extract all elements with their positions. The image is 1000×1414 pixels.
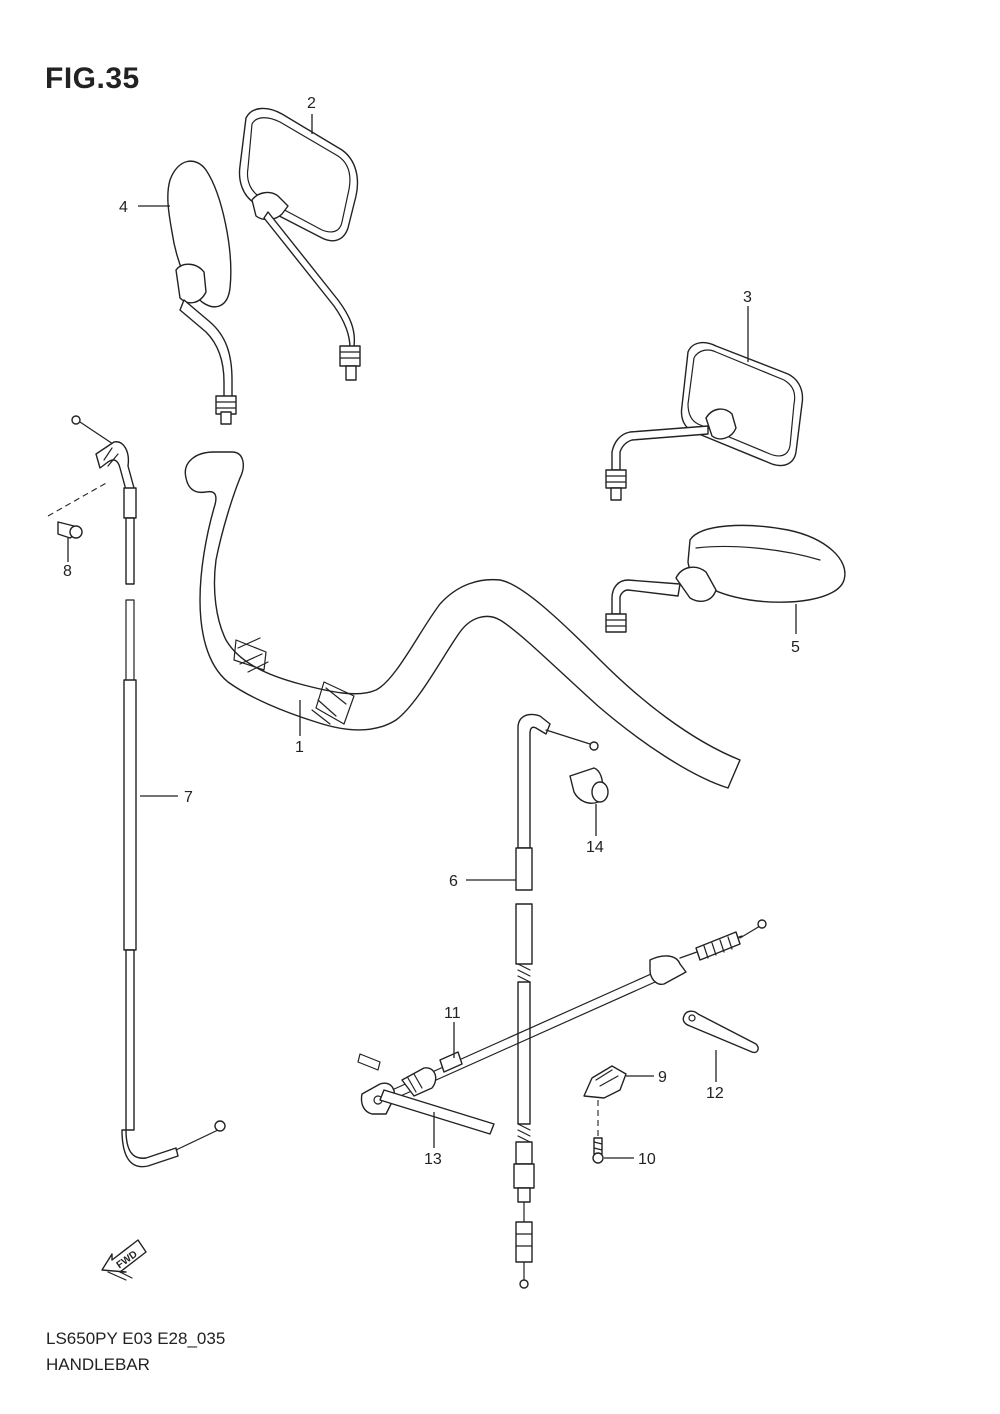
callout-3: 3 [743, 289, 752, 306]
callout-7: 7 [184, 789, 193, 806]
handlebar [184, 451, 741, 789]
mirror-left-rect [238, 107, 361, 381]
screw-bottom [592, 1137, 604, 1164]
callout-13: 13 [424, 1151, 442, 1168]
leader-lines [67, 114, 797, 1159]
cable-small [391, 919, 767, 1099]
model-code: LS650PY E03 E28_035 [46, 1329, 226, 1348]
fwd-arrow-icon: FWD [101, 1239, 147, 1281]
callout-4: 4 [119, 199, 128, 216]
callout-12: 12 [706, 1085, 724, 1102]
callout-10: 10 [638, 1151, 656, 1168]
callout-14: 14 [586, 839, 604, 856]
strap [682, 1010, 759, 1054]
throttle-cable [71, 415, 226, 1168]
callout-1: 1 [295, 739, 304, 756]
callout-11: 11 [444, 1005, 461, 1022]
callout-5: 5 [791, 639, 800, 656]
callout-2: 2 [307, 95, 316, 112]
clamp [583, 1065, 627, 1140]
callout-8: 8 [63, 563, 72, 580]
mirror-left-oval [167, 160, 237, 425]
figure-title: FIG.35 [45, 62, 140, 95]
callout-9: 9 [658, 1069, 667, 1086]
band [357, 1053, 495, 1135]
mirror-right-oval [605, 524, 846, 633]
mirror-right-rect [605, 341, 804, 501]
section-name: HANDLEBAR [46, 1355, 150, 1374]
end-cap [569, 767, 609, 804]
callout-6: 6 [449, 873, 458, 890]
clutch-cable [513, 713, 599, 1289]
screw-top [47, 481, 109, 539]
